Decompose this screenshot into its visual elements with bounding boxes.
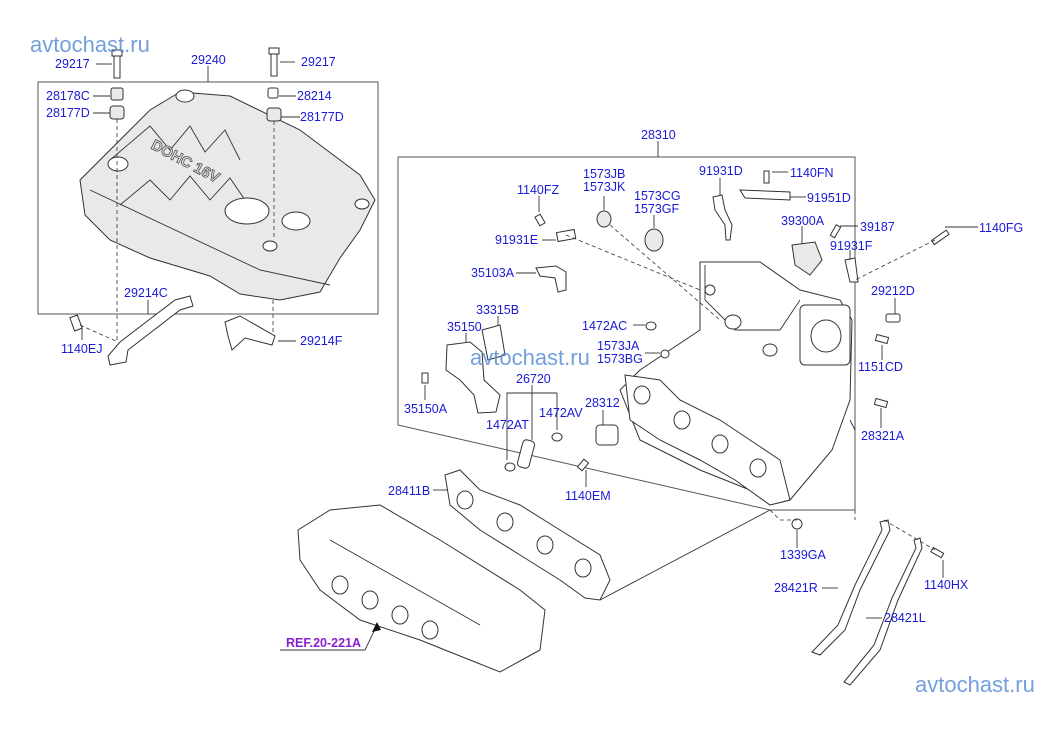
watermark-middle: avtochast.ru [470,345,590,370]
label-28312[interactable]: 28312 [585,396,620,410]
label-39187[interactable]: 39187 [860,220,895,234]
label-28321a[interactable]: 28321A [861,429,905,443]
label-1573cg[interactable]: 1573CG [634,189,681,203]
label-1339ga[interactable]: 1339GA [780,548,826,562]
intake-manifold [619,261,853,506]
cylinder-head [297,504,771,673]
watermark-bottom: avtochast.ru [915,672,1035,697]
label-91951d[interactable]: 91951D [807,191,851,205]
bracket-29214f [224,315,276,351]
label-1151cd[interactable]: 1151CD [858,360,903,374]
reference-arrow [372,622,381,632]
engine-cover: DOHC 16V [79,89,376,301]
label-29214c[interactable]: 29214C [124,286,168,300]
label-26720[interactable]: 26720 [516,372,551,386]
label-28177d-left[interactable]: 28177D [46,106,90,120]
cover-leaders [81,61,300,342]
label-1140fn[interactable]: 1140FN [790,166,834,180]
manifold-frame [397,156,856,511]
label-91931f[interactable]: 91931F [830,239,873,253]
manifold-leaders [424,171,978,487]
label-29212d[interactable]: 29212D [871,284,915,298]
label-1140ej[interactable]: 1140EJ [61,342,103,356]
label-28411b[interactable]: 28411B [388,484,431,498]
label-1472av[interactable]: 1472AV [539,406,583,420]
label-29217-left[interactable]: 29217 [55,57,90,71]
label-28421r[interactable]: 28421R [774,581,818,595]
label-29217-right[interactable]: 29217 [301,55,336,69]
label-91931d[interactable]: 91931D [699,164,743,178]
reference-leader [280,624,378,651]
label-1140em[interactable]: 1140EM [565,489,611,503]
label-28310[interactable]: 28310 [641,128,676,142]
label-28421l[interactable]: 28421L [884,611,926,625]
label-28214[interactable]: 28214 [297,89,332,103]
stays [769,419,945,686]
watermark-top: avtochast.ru [30,32,150,57]
label-1573jk[interactable]: 1573JK [583,180,626,194]
label-29214f[interactable]: 29214F [300,334,343,348]
manifold-gasket [433,469,611,601]
label-1573jb[interactable]: 1573JB [583,167,626,181]
label-91931e[interactable]: 91931E [495,233,539,247]
label-1472at[interactable]: 1472AT [486,418,529,432]
label-28178c[interactable]: 28178C [46,89,90,103]
label-1140fz[interactable]: 1140FZ [517,183,560,197]
bracket-29214c [69,295,194,366]
manifold-small-parts [421,170,950,472]
cover-fasteners [109,47,282,340]
label-35150a[interactable]: 35150A [404,402,448,416]
label-1140fg[interactable]: 1140FG [979,221,1024,235]
label-1573gf[interactable]: 1573GF [634,202,680,216]
label-1140hx[interactable]: 1140HX [924,578,969,592]
label-1573bg[interactable]: 1573BG [597,352,643,366]
label-39300a[interactable]: 39300A [781,214,825,228]
label-28177d-right[interactable]: 28177D [300,110,344,124]
reference-link[interactable]: REF.20-221A [286,636,362,650]
label-1573ja[interactable]: 1573JA [597,339,640,353]
label-33315b[interactable]: 33315B [476,303,520,317]
label-35150[interactable]: 35150 [447,320,482,334]
label-1472ac[interactable]: 1472AC [582,319,628,333]
label-35103a[interactable]: 35103A [471,266,515,280]
label-29240[interactable]: 29240 [191,53,226,67]
